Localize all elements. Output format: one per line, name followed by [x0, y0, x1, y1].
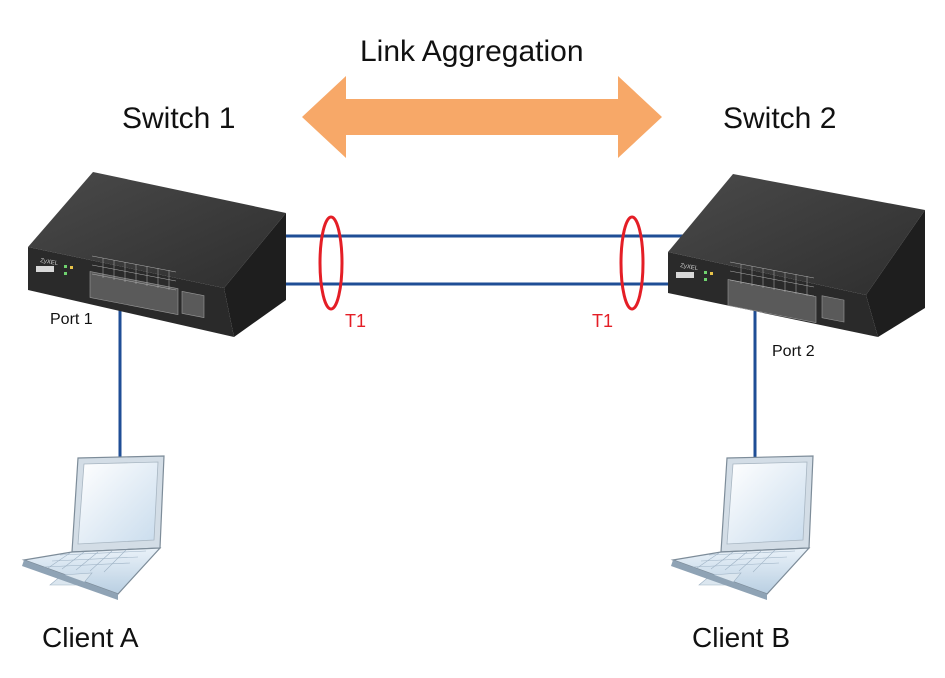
client-a-laptop-icon	[21, 455, 165, 600]
trunk-label-right: T1	[592, 311, 614, 331]
client-b-label: Client B	[692, 622, 791, 653]
client-b-laptop-icon	[670, 455, 814, 600]
switch-1-icon: ZyXEL	[28, 172, 286, 337]
switch-2-label: Switch 2	[723, 102, 837, 135]
trunk-ring-left	[318, 215, 344, 311]
port-2-label: Port 2	[772, 343, 815, 360]
trunk-ring-right	[619, 215, 645, 311]
diagram-title: Link Aggregation	[360, 35, 584, 68]
switch-2-icon: ZyXEL	[668, 174, 925, 337]
svg-text:ZyXEL: ZyXEL	[680, 263, 699, 272]
port-1-label: Port 1	[50, 311, 93, 328]
client-a-label: Client A	[42, 622, 139, 653]
link-aggregation-arrow	[302, 76, 662, 158]
trunk-label-left: T1	[345, 311, 367, 331]
svg-text:ZyXEL: ZyXEL	[40, 258, 59, 267]
switch-1-label: Switch 1	[122, 102, 236, 135]
